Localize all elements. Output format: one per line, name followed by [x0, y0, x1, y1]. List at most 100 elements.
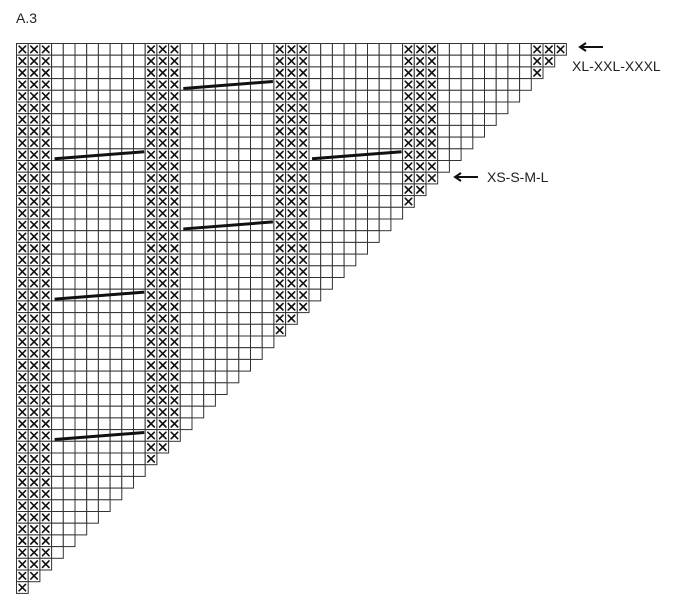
- stitch-x-symbol: [404, 68, 413, 77]
- stitch-x-symbol: [299, 255, 308, 265]
- chart-cell: [261, 136, 275, 150]
- chart-cell: [121, 43, 135, 56]
- chart-cell: [86, 230, 99, 243]
- stitch-x-symbol: [404, 92, 413, 101]
- chart-cell: [238, 113, 252, 126]
- chart-cell: [109, 358, 123, 372]
- chart-cell: [86, 358, 99, 372]
- chart-cell: [74, 405, 88, 419]
- chart-cell: [495, 54, 509, 68]
- chart-cell: [331, 148, 345, 162]
- chart-cell: [86, 218, 99, 232]
- chart-cell: [86, 78, 99, 91]
- chart-cell: [86, 323, 99, 337]
- chart-cell: [51, 265, 64, 278]
- size-label: XL-XXL-XXXL: [572, 58, 661, 74]
- chart-cell: [74, 429, 88, 442]
- stitch-x-symbol: [29, 443, 39, 452]
- chart-cell: [97, 54, 111, 68]
- stitch-x-symbol: [158, 80, 167, 89]
- stitch-x-symbol: [287, 244, 296, 253]
- chart-cell: [448, 78, 462, 91]
- chart-cell: [320, 183, 333, 197]
- chart-cell: [121, 241, 135, 255]
- chart-cell: [355, 206, 368, 220]
- chart-cell: [484, 43, 497, 56]
- stitch-x-symbol: [29, 127, 39, 136]
- chart-cell: [343, 230, 357, 243]
- chart-cell: [74, 148, 88, 162]
- chart-cell: [74, 195, 88, 208]
- chart-cell: [86, 452, 99, 466]
- chart-cell: [261, 160, 275, 173]
- chart-cell: [343, 89, 357, 103]
- chart-cell: [121, 394, 135, 407]
- chart-cell: [495, 66, 509, 80]
- stitch-x-symbol: [299, 45, 308, 54]
- chart-cell: [308, 241, 322, 255]
- stitch-x-symbol: [275, 150, 284, 159]
- stitch-x-symbol: [287, 220, 296, 229]
- chart-cell: [226, 265, 240, 278]
- chart-cell: [191, 148, 205, 162]
- chart-cell: [179, 300, 193, 314]
- chart-cell: [179, 370, 193, 384]
- stitch-x-symbol: [147, 232, 156, 241]
- stitch-x-symbol: [29, 197, 39, 206]
- chart-cell: [51, 124, 64, 138]
- stitch-x-symbol: [41, 56, 50, 66]
- chart-cell: [179, 417, 193, 431]
- stitch-x-symbol: [275, 290, 284, 300]
- chart-cell: [62, 241, 76, 255]
- chart-cell: [238, 312, 252, 325]
- chart-cell: [472, 101, 485, 115]
- chart-cell: [250, 124, 263, 138]
- chart-cell: [448, 136, 462, 150]
- chart-cell: [308, 136, 322, 150]
- chart-cell: [378, 206, 392, 220]
- stitch-x-symbol: [41, 489, 50, 499]
- stitch-x-symbol: [41, 279, 50, 288]
- chart-cell: [109, 89, 123, 103]
- chart-cell: [250, 241, 263, 255]
- chart-cell: [74, 218, 88, 232]
- stitch-x-symbol: [18, 560, 27, 569]
- stitch-x-symbol: [41, 466, 50, 475]
- stitch-x-symbol: [275, 45, 284, 54]
- chart-cell: [203, 312, 216, 325]
- chart-cell: [133, 370, 146, 384]
- chart-cell: [51, 440, 64, 454]
- chart-cell: [191, 43, 205, 56]
- chart-cell: [121, 358, 135, 372]
- chart-cell: [179, 335, 193, 349]
- stitch-x-symbol: [18, 56, 27, 66]
- stitch-x-symbol: [427, 174, 436, 183]
- chart-cell: [390, 43, 404, 56]
- stitch-x-symbol: [299, 150, 308, 159]
- chart-cell: [378, 89, 392, 103]
- chart-cell: [308, 277, 322, 290]
- stitch-x-symbol: [41, 127, 50, 136]
- stitch-x-symbol: [147, 396, 156, 405]
- stitch-x-symbol: [416, 138, 425, 147]
- chart-cell: [355, 171, 368, 185]
- chart-cell: [191, 312, 205, 325]
- chart-cell: [179, 171, 193, 185]
- chart-cell: [238, 195, 252, 208]
- chart-cell: [62, 323, 76, 337]
- stitch-x-symbol: [147, 372, 156, 382]
- stitch-x-symbol: [29, 571, 39, 580]
- chart-cell: [507, 78, 521, 91]
- stitch-x-symbol: [170, 115, 179, 124]
- chart-cell: [519, 78, 532, 91]
- chart-cell: [390, 124, 404, 138]
- chart-cell: [133, 66, 146, 80]
- chart-cell: [133, 206, 146, 220]
- chart-cell: [97, 183, 111, 197]
- chart-cell: [238, 347, 252, 360]
- chart-cell: [109, 160, 123, 173]
- decrease-line: [311, 150, 402, 161]
- chart-cell: [86, 171, 99, 185]
- stitch-x-symbol: [404, 115, 413, 124]
- chart-cell: [121, 89, 135, 103]
